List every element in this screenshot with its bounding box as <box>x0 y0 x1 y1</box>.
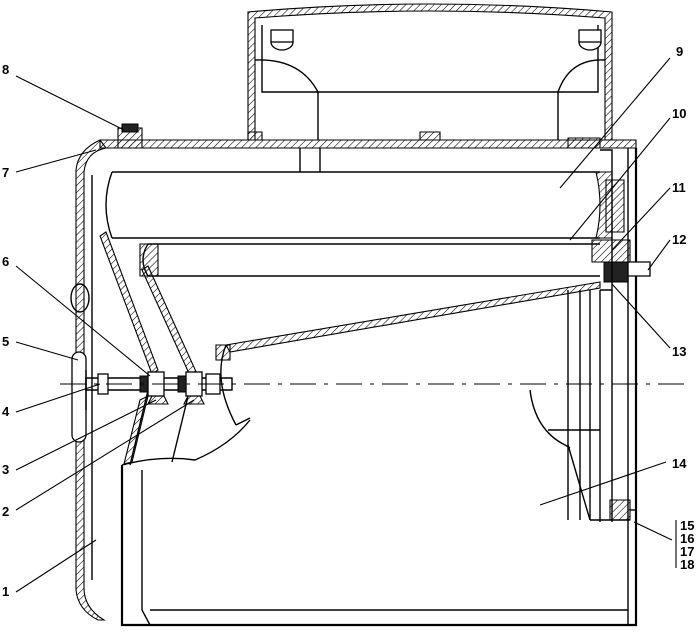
conical-tube <box>215 281 601 426</box>
callout-2: 2 <box>2 504 9 519</box>
indicator-window <box>70 283 90 443</box>
callout-3: 3 <box>2 462 9 477</box>
callout-13: 13 <box>672 344 686 359</box>
intake-hood <box>247 3 613 141</box>
callout-18: 18 <box>680 557 694 572</box>
tie-rod-assembly <box>85 371 233 405</box>
callout-9: 9 <box>676 44 683 59</box>
callout-11: 11 <box>672 180 686 195</box>
callout-14: 14 <box>672 456 687 471</box>
right-ribs <box>529 290 636 522</box>
callout-17: 17 <box>680 544 694 559</box>
callout-16: 16 <box>680 531 694 546</box>
callout-1: 1 <box>2 584 9 599</box>
callout-6: 6 <box>2 254 9 269</box>
callout-12: 12 <box>672 232 686 247</box>
callout-15: 15 <box>680 518 694 533</box>
conical-walls <box>99 231 199 466</box>
inner-filter-element <box>139 243 600 277</box>
leader-lines <box>15 57 677 593</box>
callout-4: 4 <box>2 404 10 419</box>
callout-8: 8 <box>2 62 9 77</box>
right-end-caps <box>591 149 651 291</box>
callout-7: 7 <box>2 165 9 180</box>
housing-top <box>99 123 637 149</box>
outer-filter-element <box>105 148 613 239</box>
callout-labels: 8 7 6 5 4 3 2 1 9 10 11 12 13 14 15 16 1… <box>2 44 694 599</box>
callout-5: 5 <box>2 334 9 349</box>
bottom-contour <box>121 419 251 466</box>
callout-10: 10 <box>672 106 686 121</box>
housing-body <box>120 148 638 627</box>
